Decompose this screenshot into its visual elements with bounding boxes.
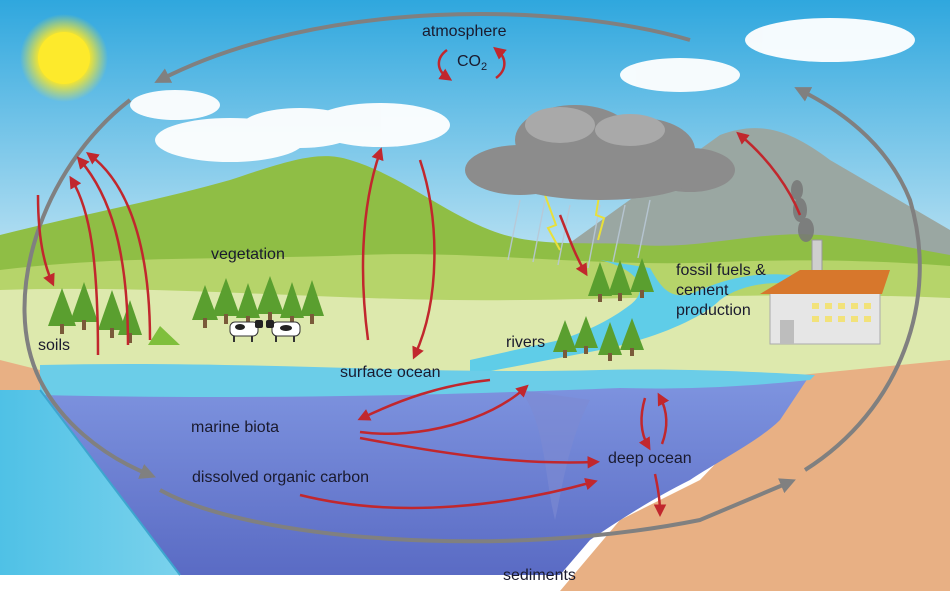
label-dissolved-organic-carbon: dissolved organic carbon — [192, 469, 369, 486]
cycle-arrows — [22, 11, 922, 544]
label-marine-biota: marine biota — [191, 419, 280, 436]
label-deep-ocean: deep ocean — [608, 450, 692, 467]
label-rivers: rivers — [506, 334, 546, 351]
flux-arrows — [36, 46, 802, 517]
ocean-front-face — [0, 390, 180, 575]
cloud-icon — [130, 18, 915, 162]
cycle-arrow-top — [154, 11, 691, 83]
label-co2: CO2 — [457, 52, 487, 75]
label-soils: soils — [38, 337, 71, 354]
label-co2-main: CO — [457, 53, 481, 70]
label-co2-subscript: 2 — [481, 61, 488, 74]
river — [470, 260, 810, 375]
cycle-arrow-left — [22, 98, 156, 479]
label-atmosphere: atmosphere — [422, 23, 507, 40]
cow-icon — [229, 320, 301, 342]
label-surface-ocean: surface ocean — [340, 364, 441, 381]
label-sediments: sediments — [503, 567, 576, 584]
factory-icon — [760, 239, 890, 345]
ocean-surface — [40, 363, 815, 398]
label-vegetation: vegetation — [211, 246, 285, 263]
rain-cloud-icon — [465, 105, 735, 269]
sediment-right — [560, 360, 950, 591]
cycle-arrow-bottom — [159, 478, 796, 544]
label-fossil-fuels: fossil fuels & cement production — [676, 262, 766, 319]
sun-icon — [20, 14, 108, 102]
tree-icon — [48, 258, 654, 361]
ocean-deep — [40, 375, 810, 575]
cycle-arrow-right — [794, 87, 922, 472]
